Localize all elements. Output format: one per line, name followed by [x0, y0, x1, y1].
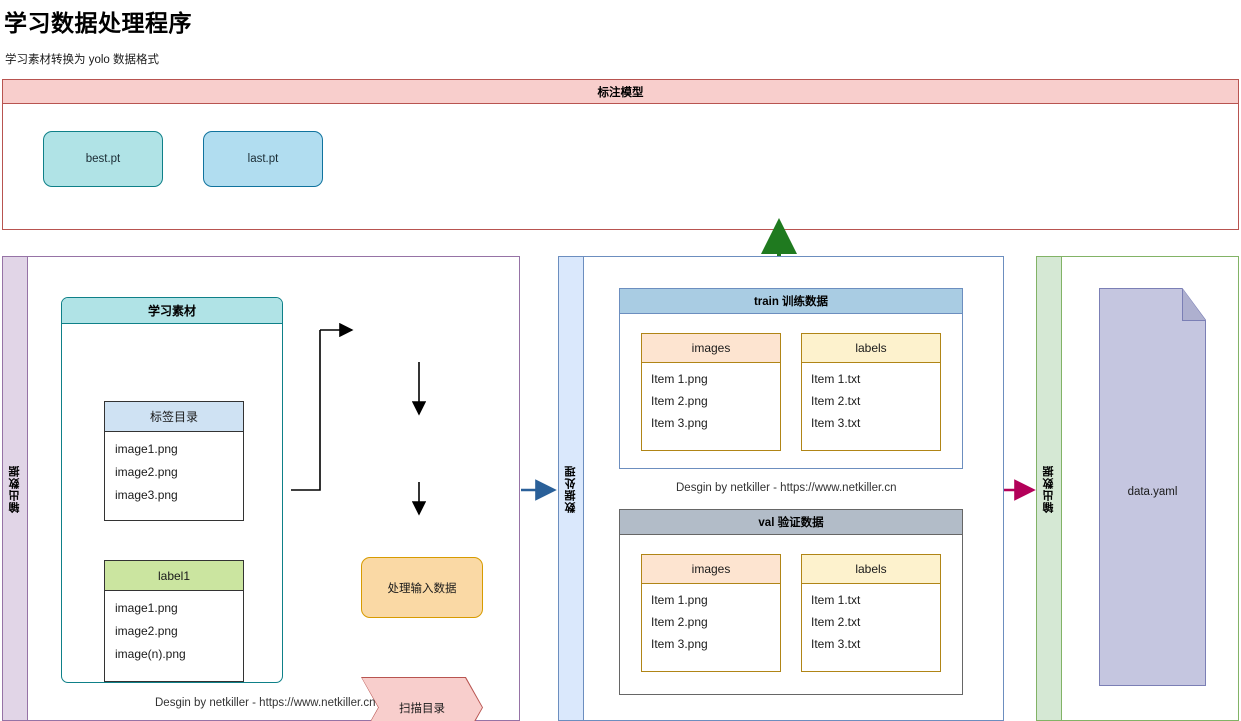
list-item: image1.png	[115, 442, 178, 456]
list-item: Item 3.txt	[811, 637, 861, 651]
list-item: image(n).png	[115, 647, 186, 661]
lane-right-header-label: 输出数据	[1043, 464, 1055, 513]
flow-node-scan-directory-label: 扫描目录	[399, 702, 445, 715]
split-val-images-header: images	[642, 555, 780, 584]
split-train-header: train 训练数据	[620, 289, 962, 314]
card-label-directory-header: 标签目录	[105, 402, 243, 432]
card-label-directory: 标签目录 image1.png image2.png image3.png	[104, 401, 244, 521]
card-label-directory-body: image1.png image2.png image3.png	[105, 432, 243, 511]
document-fill	[1100, 289, 1205, 685]
list-item: Item 2.png	[651, 615, 708, 629]
split-train-images: images Item 1.png Item 2.png Item 3.png	[641, 333, 781, 451]
split-val-images-body: Item 1.png Item 2.png Item 3.png	[642, 584, 780, 655]
lane-output-data-left: 输出数据 学习素材 标签目录 image1.png image2.png ima…	[2, 256, 520, 721]
lane-left-header-label: 输出数据	[9, 464, 21, 513]
list-item: image2.png	[115, 465, 178, 479]
flow-node-process-input: 处理输入数据	[361, 557, 483, 618]
document-data-yaml-label: data.yaml	[1127, 486, 1178, 498]
model-container: 标注模型 best.pt last.pt	[2, 79, 1239, 230]
lane-data-processing: 数据处理 train 训练数据 images Item 1.png Item 2…	[558, 256, 1004, 721]
card-label1-header: label1	[105, 561, 243, 591]
list-item: image3.png	[115, 488, 178, 502]
list-item: Item 2.txt	[811, 615, 861, 629]
lane-middle-header-label: 数据处理	[565, 464, 577, 513]
split-val-header: val 验证数据	[620, 510, 962, 535]
model-file-best[interactable]: best.pt	[43, 131, 163, 187]
card-label1: label1 image1.png image2.png image(n).pn…	[104, 560, 244, 682]
model-file-best-label: best.pt	[85, 153, 121, 165]
split-train-labels: labels Item 1.txt Item 2.txt Item 3.txt	[801, 333, 941, 451]
page-title: 学习数据处理程序	[4, 10, 192, 36]
split-val-labels-header: labels	[802, 555, 940, 584]
flow-node-process-input-label: 处理输入数据	[387, 582, 457, 595]
split-train-images-header: images	[642, 334, 780, 363]
split-val-images: images Item 1.png Item 2.png Item 3.png	[641, 554, 781, 672]
split-val-labels: labels Item 1.txt Item 2.txt Item 3.txt	[801, 554, 941, 672]
list-item: image1.png	[115, 601, 178, 615]
model-file-last-label: last.pt	[247, 153, 279, 165]
list-item: Item 3.png	[651, 637, 708, 651]
list-item: Item 1.txt	[811, 372, 861, 386]
split-train-images-body: Item 1.png Item 2.png Item 3.png	[642, 363, 780, 434]
model-file-last[interactable]: last.pt	[203, 131, 323, 187]
lane-left-header: 输出数据	[3, 257, 28, 720]
card-label1-body: image1.png image2.png image(n).png	[105, 591, 243, 670]
list-item: Item 3.png	[651, 416, 708, 430]
flow-node-scan-directory-inner: 扫描目录	[362, 678, 482, 721]
split-val-labels-body: Item 1.txt Item 2.txt Item 3.txt	[802, 584, 940, 655]
split-train-labels-header: labels	[802, 334, 940, 363]
credit-left: Desgin by netkiller - https://www.netkil…	[155, 697, 376, 709]
learning-material-group-header: 学习素材	[62, 298, 282, 324]
split-val: val 验证数据 images Item 1.png Item 2.png It…	[619, 509, 963, 695]
lane-middle-header: 数据处理	[559, 257, 584, 720]
split-train-labels-body: Item 1.txt Item 2.txt Item 3.txt	[802, 363, 940, 434]
page-subtitle: 学习素材转换为 yolo 数据格式	[5, 54, 159, 66]
credit-middle: Desgin by netkiller - https://www.netkil…	[676, 482, 897, 494]
flow-node-scan-directory: 扫描目录	[361, 677, 483, 721]
split-train: train 训练数据 images Item 1.png Item 2.png …	[619, 288, 963, 469]
learning-material-group: 学习素材 标签目录 image1.png image2.png image3.p…	[61, 297, 283, 683]
list-item: Item 3.txt	[811, 416, 861, 430]
list-item: Item 2.png	[651, 394, 708, 408]
list-item: Item 1.png	[651, 593, 708, 607]
document-data-yaml: data.yaml	[1099, 288, 1206, 686]
list-item: image2.png	[115, 624, 178, 638]
list-item: Item 1.png	[651, 372, 708, 386]
lane-right-header: 输出数据	[1037, 257, 1062, 720]
lane-output-data-right: 输出数据 data.yaml	[1036, 256, 1239, 721]
list-item: Item 2.txt	[811, 394, 861, 408]
list-item: Item 1.txt	[811, 593, 861, 607]
model-container-header: 标注模型	[3, 80, 1238, 104]
